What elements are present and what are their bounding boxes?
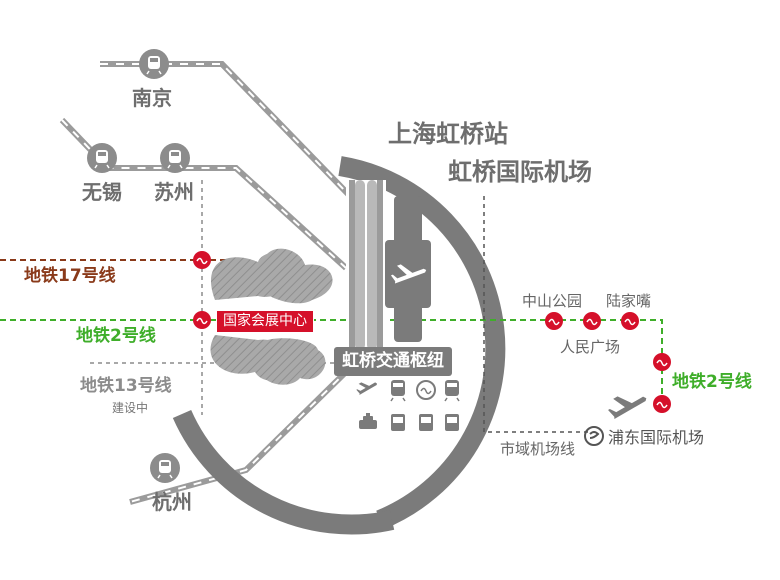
station-label-zhongshan-park: 中山公园 — [522, 292, 583, 310]
train-icon — [87, 143, 117, 173]
metro-line-2-label-right: 地铁2号线 — [672, 372, 752, 392]
bus-icon — [419, 414, 433, 431]
metro-icon — [621, 312, 639, 330]
station-label-lujiazui: 陆家嘴 — [606, 292, 652, 310]
metro-icon — [193, 251, 211, 269]
metro-icon — [653, 395, 671, 413]
city-label-wuxi: 无锡 — [82, 180, 122, 204]
metro-markers — [193, 251, 671, 413]
pudong-airport-label: 浦东国际机场 — [608, 428, 705, 447]
hub-arc — [338, 156, 506, 530]
train-icon — [444, 380, 460, 402]
station-label-peoples-square: 人民广场 — [560, 338, 621, 356]
hongqiao-station-label: 上海虹桥站 — [388, 120, 508, 148]
metro-icon — [193, 311, 211, 329]
exhibition-center-label: 国家会展中心 — [216, 310, 314, 334]
metro-icon — [583, 312, 601, 330]
train-icon — [139, 49, 169, 79]
city-label-hangzhou: 杭州 — [152, 490, 192, 514]
city-label-nanjing: 南京 — [132, 86, 172, 110]
metro-line-2-label-left: 地铁2号线 — [76, 326, 156, 346]
metro-icon — [416, 380, 436, 400]
metro-line-13-status: 建设中 — [112, 401, 149, 415]
bus-icon — [445, 414, 459, 431]
suburban-line-label: 市域机场线 — [500, 440, 576, 458]
metro-line-17-label: 地铁17号线 — [24, 266, 116, 286]
metro-icon — [653, 353, 671, 371]
train-icon — [160, 143, 190, 173]
city-label-suzhou: 苏州 — [154, 180, 194, 204]
bus-icon — [391, 414, 405, 431]
suburban-airport-line — [483, 196, 590, 433]
plane-icon — [356, 382, 378, 395]
maglev-icon — [584, 426, 604, 446]
hongqiao-station-tracks — [346, 180, 386, 350]
hongqiao-airport-label: 虹桥国际机场 — [448, 158, 592, 186]
plane-icon — [390, 264, 427, 284]
train-icon — [390, 380, 406, 402]
hongqiao-hub-label: 虹桥交通枢纽 — [334, 347, 452, 376]
train-station-icons — [87, 49, 190, 483]
train-icon — [150, 453, 180, 483]
hub-transport-icons — [356, 380, 460, 431]
plane-icon — [608, 396, 647, 419]
metro-icon — [545, 312, 563, 330]
metro-line-13-label: 地铁13号线 — [80, 376, 172, 396]
hub-arc-inner — [172, 409, 395, 535]
taxi-icon — [359, 413, 377, 429]
